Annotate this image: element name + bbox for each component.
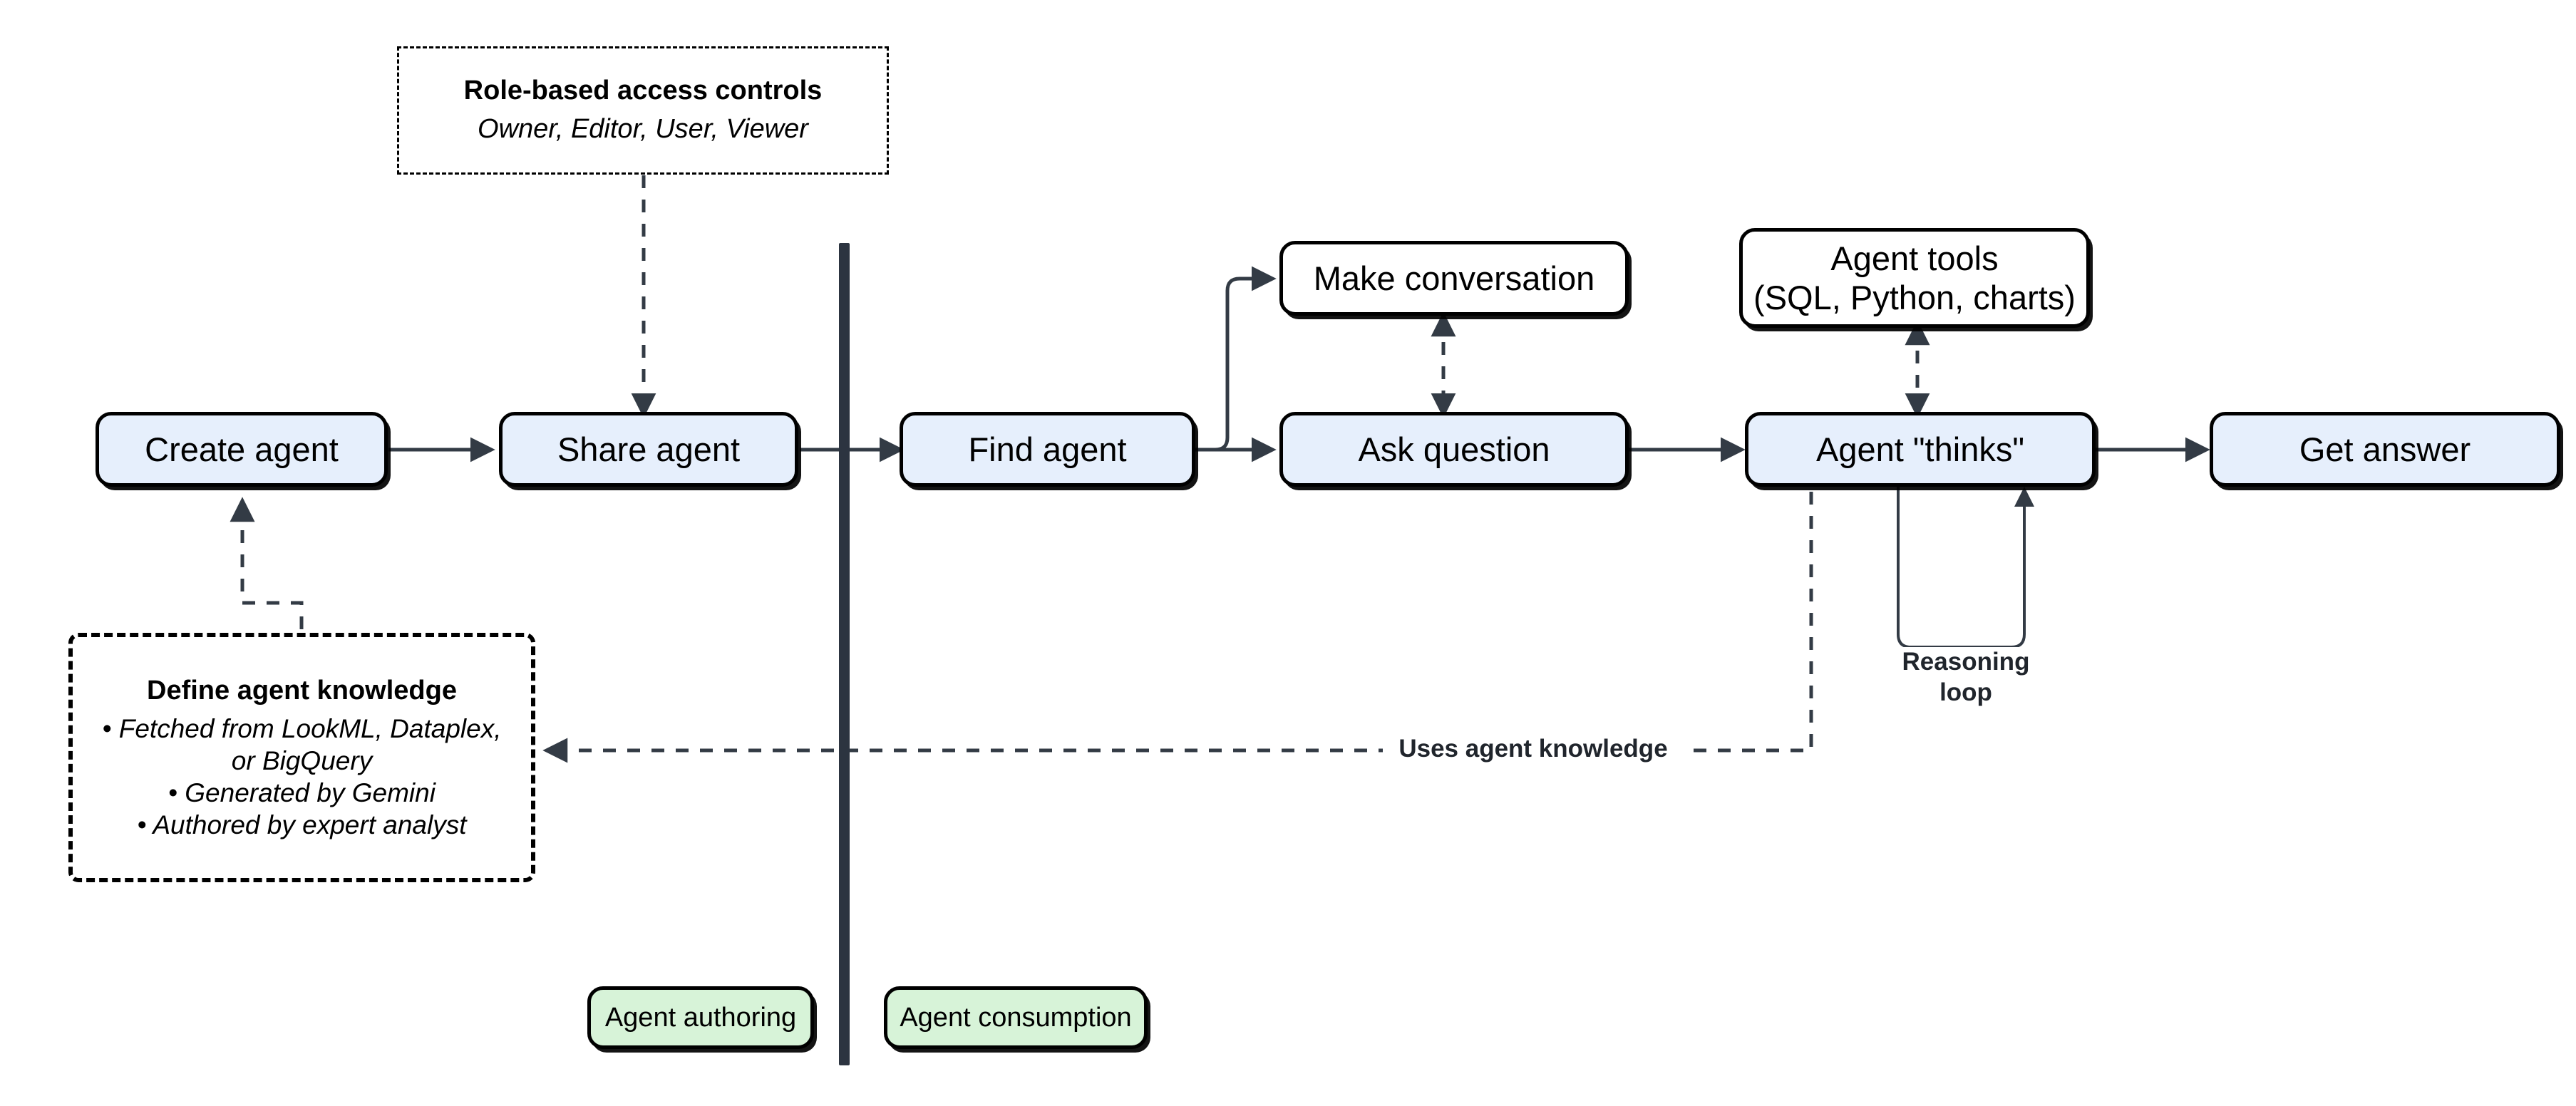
node-agent-tools-label: Agent tools (SQL, Python, charts) (1753, 239, 2076, 316)
knowledge-item-2: • Generated by Gemini (168, 777, 436, 807)
reasoning-loop-label: Reasoning loop (1880, 647, 2052, 708)
node-find-agent-label: Find agent (968, 430, 1127, 468)
agent-knowledge-note: Define agent knowledge • Fetched from Lo… (68, 633, 535, 882)
node-ask-question[interactable]: Ask question (1279, 412, 1629, 487)
node-get-answer[interactable]: Get answer (2210, 412, 2560, 487)
node-find-agent[interactable]: Find agent (900, 412, 1195, 487)
node-create-agent[interactable]: Create agent (96, 412, 388, 487)
node-agent-thinks[interactable]: Agent "thinks" (1745, 412, 2096, 487)
uses-agent-knowledge-label: Uses agent knowledge (1383, 734, 1684, 765)
node-ask-question-label: Ask question (1358, 430, 1550, 468)
node-make-conversation-label: Make conversation (1313, 259, 1595, 297)
node-make-conversation[interactable]: Make conversation (1279, 241, 1629, 316)
rbac-note: Role-based access controls Owner, Editor… (397, 46, 889, 175)
node-agent-tools[interactable]: Agent tools (SQL, Python, charts) (1739, 228, 2090, 328)
phase-divider (839, 243, 850, 1065)
rbac-note-title: Role-based access controls (463, 75, 823, 105)
rbac-note-subtitle: Owner, Editor, User, Viewer (478, 114, 808, 145)
knowledge-item-1: or BigQuery (231, 745, 373, 775)
node-share-agent-label: Share agent (557, 430, 741, 468)
edge-reasoning-loop (1897, 483, 2034, 648)
agent-knowledge-note-items: • Fetched from LookML, Dataplex, or BigQ… (103, 713, 502, 842)
legend-agent-authoring-label: Agent authoring (604, 1002, 797, 1033)
legend-agent-consumption[interactable]: Agent consumption (884, 986, 1148, 1049)
node-agent-thinks-label: Agent "thinks" (1815, 430, 2025, 468)
legend-agent-consumption-label: Agent consumption (900, 1002, 1132, 1033)
knowledge-item-3: • Authored by expert analyst (137, 810, 467, 839)
edge-uses-agent-knowledge (542, 492, 1813, 763)
knowledge-item-0: • Fetched from LookML, Dataplex, (102, 713, 502, 743)
node-share-agent[interactable]: Share agent (499, 412, 798, 487)
edge-find-to-make-conversation (1195, 266, 1277, 452)
node-get-answer-label: Get answer (2299, 430, 2471, 468)
agent-knowledge-note-title: Define agent knowledge (147, 676, 457, 706)
node-create-agent-label: Create agent (145, 430, 339, 468)
legend-agent-authoring[interactable]: Agent authoring (587, 986, 814, 1049)
